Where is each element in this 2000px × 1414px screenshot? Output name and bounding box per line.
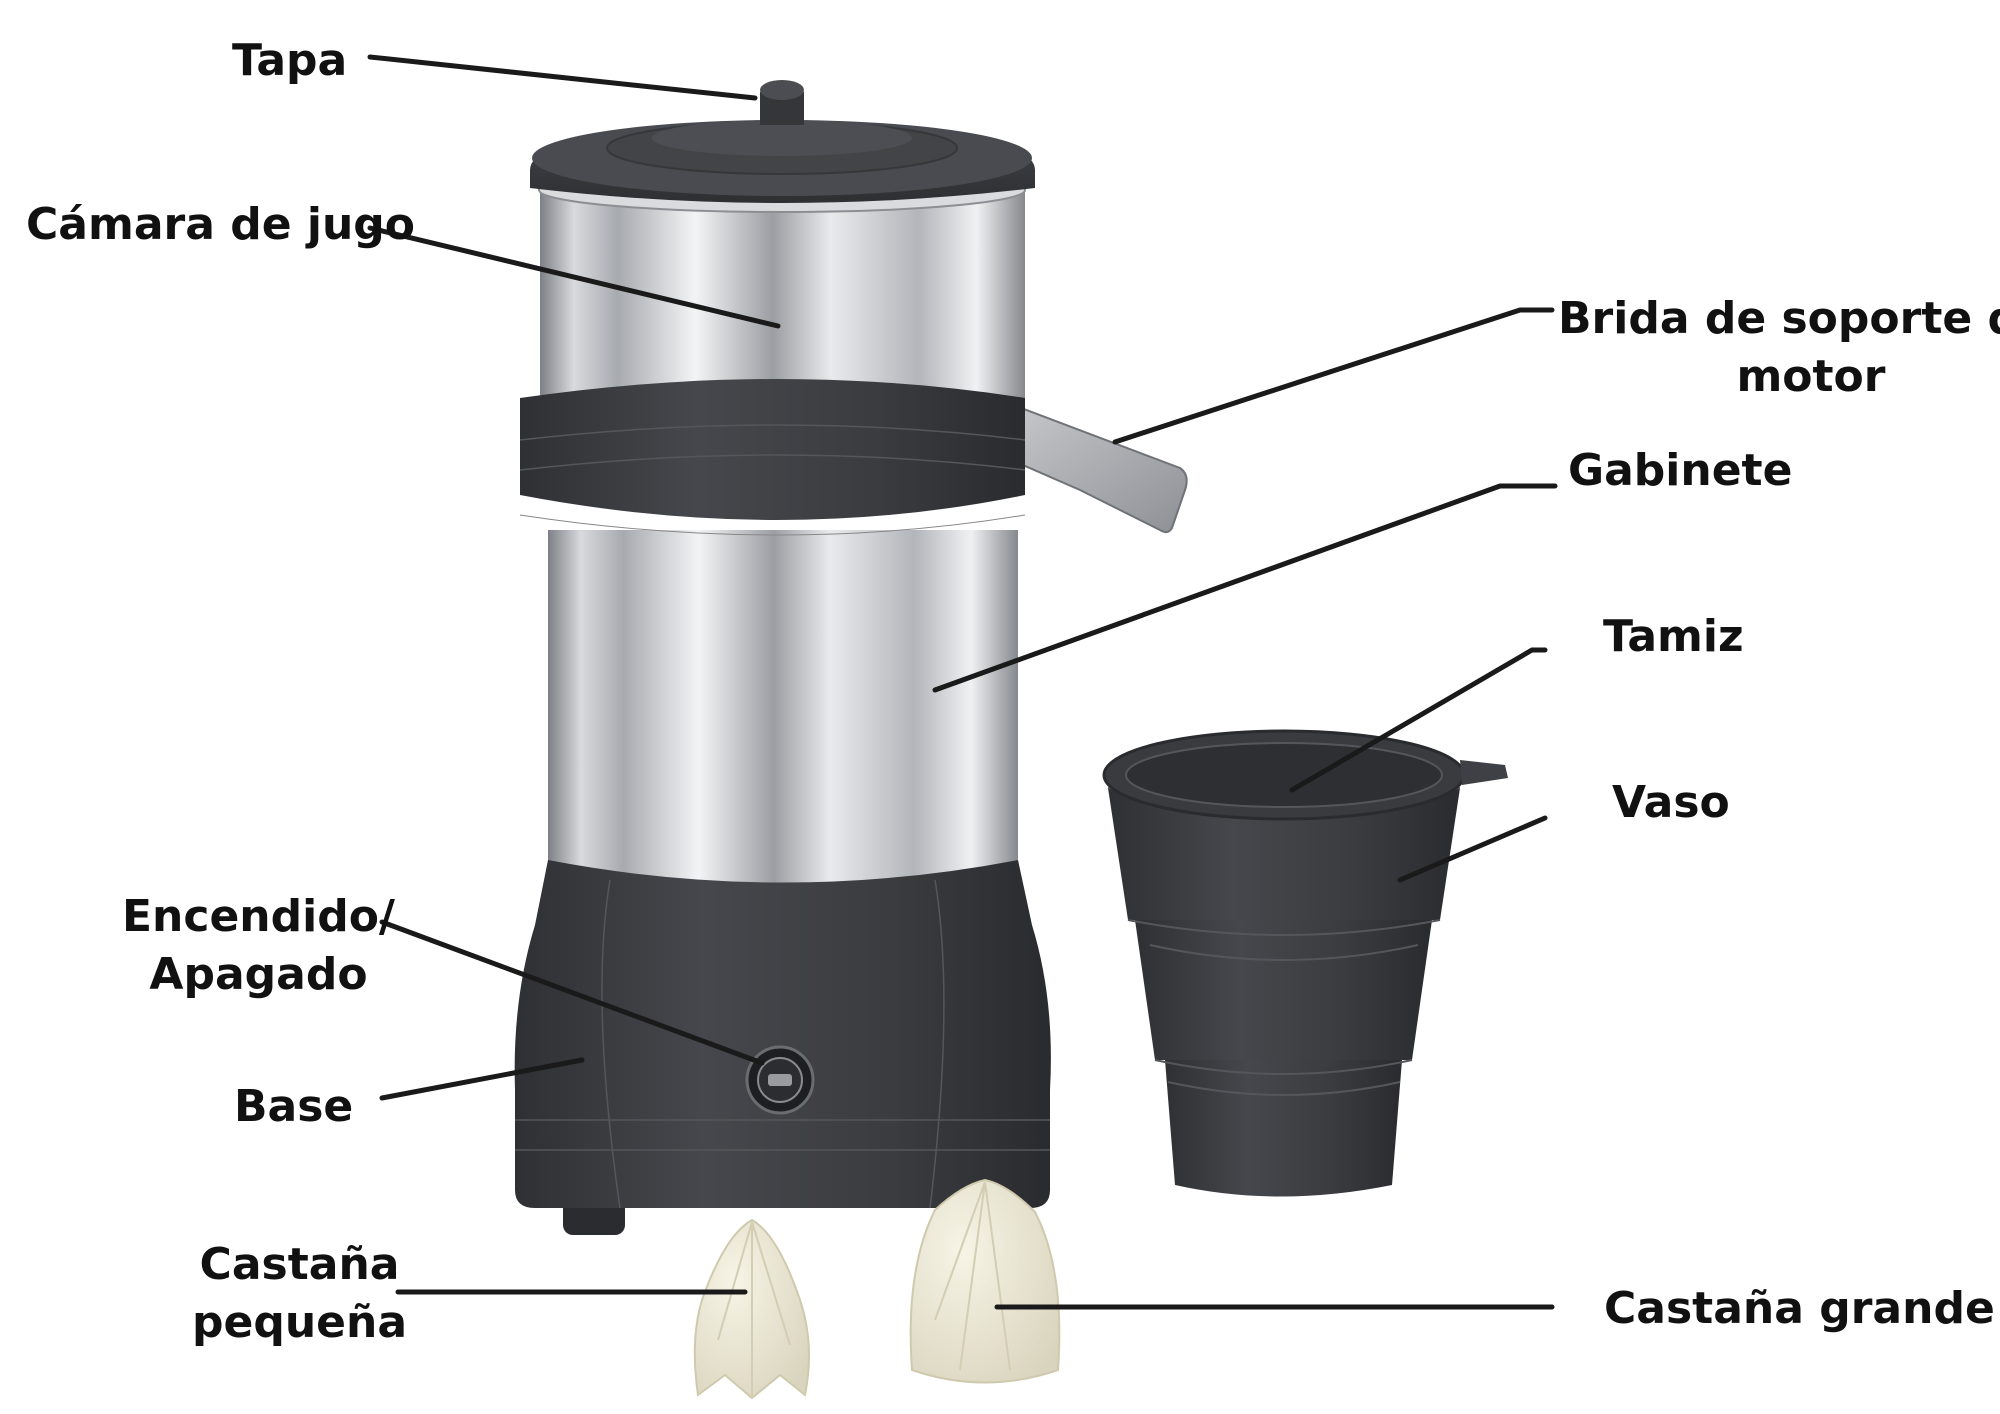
label-small-reamer: Castaña pequeña (192, 1239, 408, 1348)
power-switch (745, 1045, 815, 1115)
juicer (514, 80, 1188, 1235)
dark-band (520, 379, 1025, 520)
leader-lines (367, 54, 1558, 1310)
base (514, 860, 1051, 1208)
label-cup: Vaso (1612, 777, 1730, 828)
leader-sieve (1289, 647, 1548, 793)
leader-lid (367, 54, 758, 101)
label-motor-flange: Brida de soporte del motor (1558, 293, 2000, 402)
leader-cabinet (932, 483, 1558, 693)
label-lid: Tapa (232, 35, 348, 86)
label-juice-chamber: Cámara de jugo (26, 199, 416, 250)
leader-juice-chamber (367, 225, 781, 329)
cup (1107, 787, 1461, 1197)
lid (530, 80, 1035, 203)
juice-chamber-body (540, 190, 1025, 410)
small-reamer (693, 1218, 810, 1400)
label-cabinet: Gabinete (1568, 445, 1793, 496)
cabinet (548, 530, 1018, 883)
label-large-reamer: Castaña grande (1604, 1283, 1995, 1334)
sieve (1102, 729, 1508, 821)
large-reamer (909, 1178, 1061, 1384)
motor-flange-spout (999, 398, 1188, 534)
label-sieve: Tamiz (1603, 611, 1744, 662)
leader-motor-flange (1112, 307, 1555, 445)
leader-power (379, 919, 765, 1066)
label-base: Base (234, 1081, 354, 1132)
leader-cup (1397, 815, 1548, 883)
leader-base (379, 1057, 585, 1101)
label-power-switch: Encendido/ Apagado (122, 891, 396, 1000)
